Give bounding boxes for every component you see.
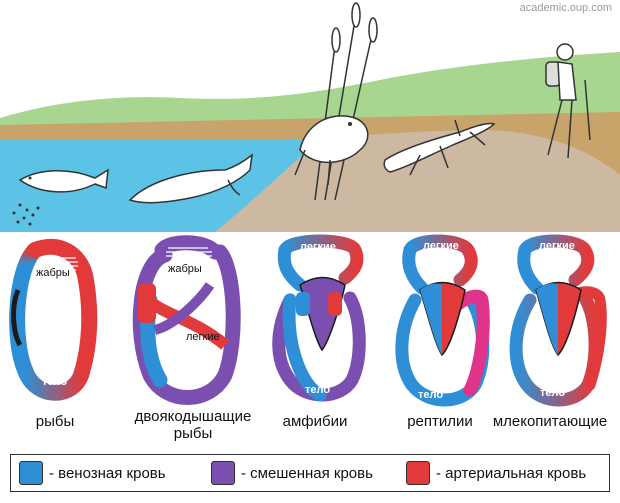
- lungfish-drawing: [128, 153, 253, 204]
- body-label: тело: [540, 387, 565, 399]
- fish-school: [12, 203, 40, 226]
- circulation-diagrams: жабры тело жабры легкие тело легкие тело: [9, 234, 607, 407]
- lizard-drawing: [383, 119, 496, 176]
- fish-circulation: жабры тело: [9, 238, 98, 401]
- caption-mammals: млекопитающие: [492, 413, 608, 430]
- body-label: тело: [418, 389, 443, 401]
- lungs-label: легкие: [186, 331, 220, 343]
- legend-venous-label: - венозная кровь: [49, 464, 166, 482]
- source-credit: academic.oup.com: [519, 2, 612, 14]
- legend-arterial: - артериальная кровь: [406, 461, 586, 485]
- gills-label: жабры: [168, 263, 202, 275]
- body-label: тело: [42, 376, 67, 388]
- body-label: тело: [305, 384, 330, 396]
- legend-venous: - венозная кровь: [19, 461, 166, 485]
- frog-drawing: [294, 115, 369, 186]
- lungs-label: легкие: [539, 240, 575, 252]
- caption-fish: рыбы: [35, 413, 75, 430]
- caption-lungfish-line1: двоякодышащие: [134, 408, 252, 425]
- amphibian-circulation: легкие тело: [272, 234, 366, 402]
- gills-label: жабры: [36, 267, 70, 279]
- lungs-label: легкие: [300, 241, 336, 253]
- swatch-mixed: [211, 461, 235, 485]
- body-label: тело: [176, 377, 201, 389]
- caption-amphibians: амфибии: [282, 413, 348, 430]
- legend-arterial-label: - артериальная кровь: [436, 464, 587, 482]
- caption-reptiles: рептилии: [407, 413, 473, 430]
- reptile-circulation: легкие тело: [395, 234, 490, 407]
- caption-lungfish-line2: рыбы: [173, 425, 213, 442]
- legend-mixed: - смешенная кровь: [211, 461, 373, 485]
- evolution-scene: [0, 2, 620, 232]
- lungfish-circulation: жабры легкие тело: [132, 235, 241, 405]
- fish-drawing: [18, 168, 109, 193]
- hiker-drawing: [545, 43, 591, 159]
- legend: - венозная кровь - смешенная кровь - арт…: [10, 454, 610, 492]
- swatch-venous: [19, 461, 43, 485]
- mammal-circulation: легкие тело: [509, 234, 607, 407]
- lungs-label: легкие: [423, 240, 459, 252]
- gills-lines: [38, 257, 78, 271]
- swatch-arterial: [406, 461, 430, 485]
- lungfish-gills-lines: [166, 247, 212, 257]
- legend-mixed-label: - смешенная кровь: [241, 464, 373, 482]
